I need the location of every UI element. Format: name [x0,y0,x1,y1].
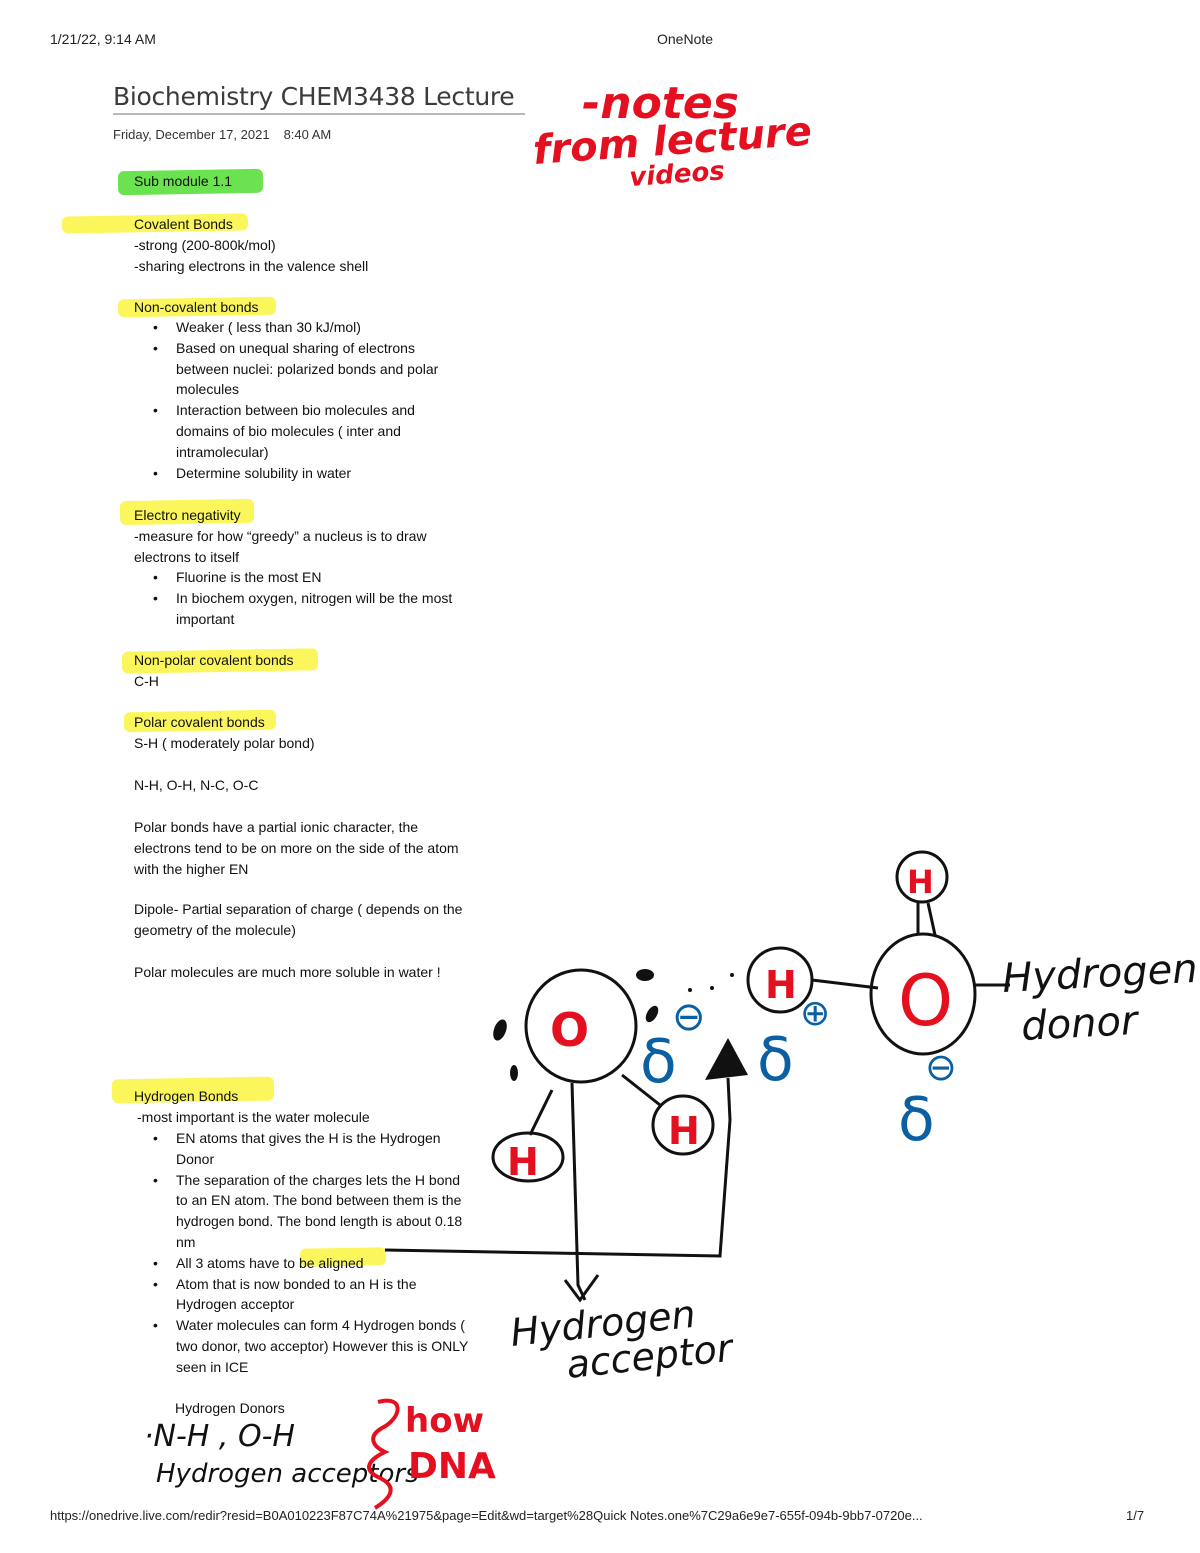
ink-plus-1: ⊕ [800,993,830,1034]
ink-delta-1: δ [640,1027,677,1097]
ink-delta-2: δ [757,1025,794,1095]
polar-heading: Polar covalent bonds [134,714,265,730]
covalent-heading: Covalent Bonds [134,216,233,232]
list-item: Interaction between bio molecules and do… [153,400,454,462]
ink-o-left: O [550,1003,589,1057]
en-heading: Electro negativity [134,507,241,523]
covalent-line-1: -strong (200-800k/mol) [134,237,276,253]
hbonds-heading: Hydrogen Bonds [134,1088,239,1104]
list-item: Fluorine is the most EN [153,567,454,588]
page-title: Biochemistry CHEM3438 Lecture [113,82,525,115]
covalent-line-2: -sharing electrons in the valence shell [134,258,369,274]
arrowhead [705,1038,748,1080]
print-datetime: 1/21/22, 9:14 AM [50,31,156,47]
hydrogen-circle-top [895,850,949,904]
hbonds-line-1: -most important is the water molecule [137,1109,370,1125]
print-url: https://onedrive.live.com/redir?resid=B0… [50,1508,923,1523]
ink-h-left: H [507,1140,539,1184]
ink-how: how [405,1401,484,1441]
polar-paragraph-3: Polar molecules are much more soluble in… [134,964,441,980]
red-brace [367,1398,400,1510]
hbonds-list: EN atoms that gives the H is the Hydroge… [134,1128,474,1378]
hydrogen-circle-right [651,1094,715,1156]
list-item: In biochem oxygen, nitrogen will be the … [153,588,454,630]
en-line-1: -measure for how “greedy” a nucleus is t… [134,528,427,565]
list-item: EN atoms that gives the H is the Hydroge… [153,1128,474,1170]
list-item: Weaker ( less than 30 kJ/mol) [153,317,454,338]
page-date: Friday, December 17, 2021 8:40 AM [113,127,345,142]
ink-h-top: H [907,863,934,901]
list-item: Atom that is now bonded to an H is the H… [153,1274,474,1316]
ink-h-right: H [668,1109,700,1153]
page-time-text: 8:40 AM [283,127,332,142]
print-app-name: OneNote [657,31,714,47]
list-item: The separation of the charges lets the H… [153,1170,474,1253]
list-item: All 3 atoms have to be aligned [153,1253,474,1274]
hydrogen-donors-label: Hydrogen Donors [175,1400,285,1416]
page-date-text: Friday, December 17, 2021 [113,127,270,142]
list-item: Determine solubility in water [153,463,454,484]
polar-paragraph-1: Polar bonds have a partial ionic charact… [134,819,459,877]
ink-h-middle: H [765,963,797,1007]
polar-line-2: N-H, O-H, N-C, O-C [134,777,259,793]
ink-hydrogen-acceptors: Hydrogen acceptors [156,1459,419,1489]
oxygen-circle-right [869,932,977,1056]
noncovalent-list: Weaker ( less than 30 kJ/mol) Based on u… [134,317,454,483]
oxygen-circle-left [524,968,638,1084]
ink-o-right: O [898,960,953,1042]
list-item: Based on unequal sharing of electrons be… [153,338,454,400]
polar-paragraph-2: Dipole- Partial separation of charge ( d… [134,901,463,938]
list-item: Water molecules can form 4 Hydrogen bond… [153,1315,474,1377]
en-list: Fluorine is the most EN In biochem oxyge… [134,567,454,629]
ink-hydrogen-donor-1: Hydrogen [1001,946,1199,1002]
ink-delta-3: δ [898,1085,935,1155]
submodule-label: Sub module 1.1 [134,173,233,189]
print-page-number: 1/7 [1126,1508,1145,1523]
lone-pair-dots [493,969,734,1081]
noncovalent-heading: Non-covalent bonds [134,299,259,315]
hydrogen-circle-left [491,1131,565,1183]
ink-hydrogen-donor-2: donor [1020,998,1141,1050]
ink-donor-examples: ·N-H , O-H [144,1419,295,1454]
ink-minus-2: ⊖ [925,1045,957,1089]
ink-dna: DNA [408,1446,496,1487]
ink-notes-1: -notes [582,78,739,129]
polar-line-1: S-H ( moderately polar bond) [134,735,315,751]
ink-notes-3: videos [628,156,725,193]
nonpolar-heading: Non-polar covalent bonds [134,652,294,668]
nonpolar-example: C-H [134,673,159,689]
ink-minus-1: ⊖ [672,994,706,1040]
